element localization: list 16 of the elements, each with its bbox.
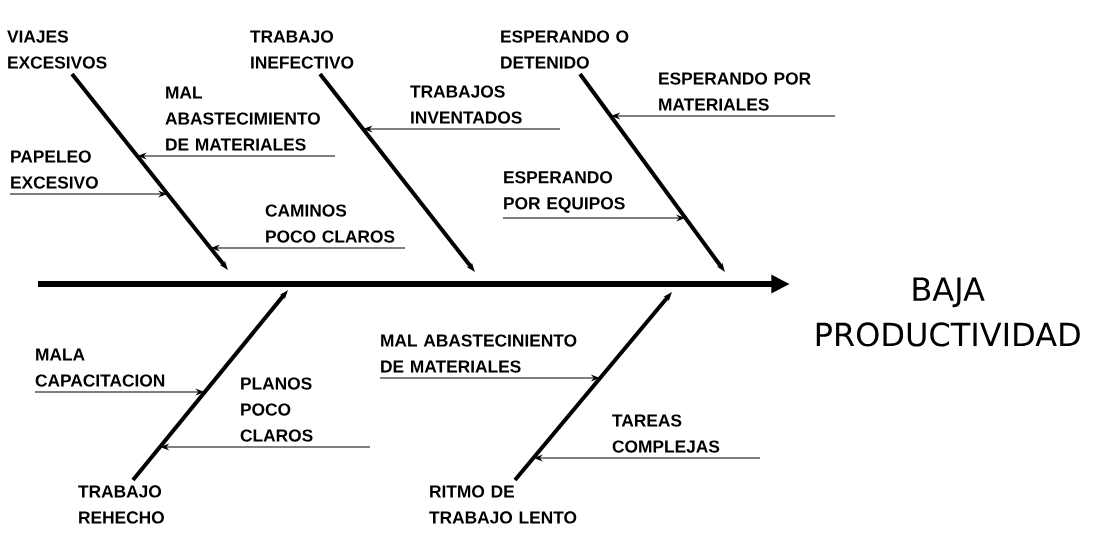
category-label: VIAJES EXCESIVOS: [7, 30, 107, 69]
cause-label: MAL ABASTECIMIENTO DE MATERIALES: [165, 86, 320, 151]
cause-label: MALA CAPACITACION: [35, 348, 165, 387]
cause-label: TAREAS COMPLEJAS: [612, 414, 720, 453]
cause-label: PAPELEO EXCESIVO: [11, 150, 98, 189]
cause-label: CAMINOS POCO CLAROS: [265, 204, 395, 243]
cause-label: ESPERANDO POR MATERIALES: [659, 72, 811, 111]
category-label: ESPERANDO O DETENIDO: [501, 30, 629, 69]
cause-label: ESPERANDO POR EQUIPOS: [504, 171, 625, 213]
category-label: TRABAJO INEFECTIVO: [250, 30, 354, 69]
cause-label: PLANOS POCO CLAROS: [240, 377, 313, 442]
effect-label: BAJA PRODUCTIVIDAD: [816, 277, 1080, 347]
category-label: RITMO DE TRABAJO LENTO: [429, 485, 577, 524]
cause-label: MAL ABASTECINIENTO DE MATERIALES: [381, 334, 577, 373]
cause-label: TRABAJOS INVENTADOS: [410, 85, 522, 124]
category-label: TRABAJO REHECHO: [78, 485, 164, 524]
